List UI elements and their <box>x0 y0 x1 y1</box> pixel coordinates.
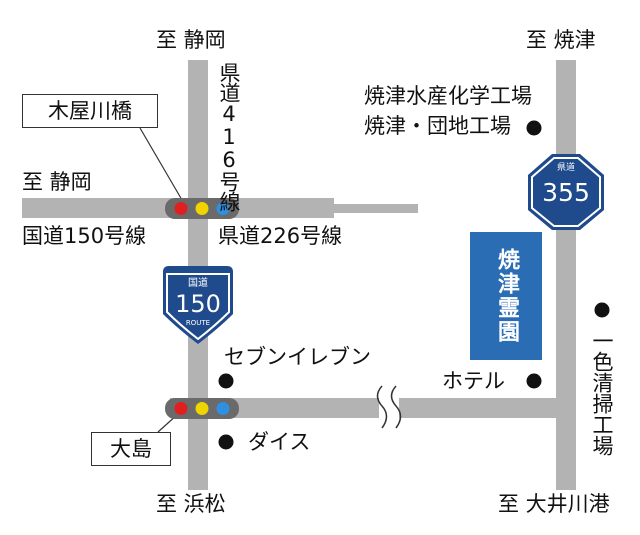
place-factory2: 焼津・団地工場 <box>364 114 511 138</box>
daiso-dot-icon <box>218 434 234 450</box>
intersection-kiyagawabashi: 木屋川橋 <box>22 94 158 128</box>
road-label-route416: 県道416号線 <box>217 62 241 211</box>
place-daiso: ダイス <box>248 430 311 454</box>
place-hotel: ホテル <box>442 369 505 393</box>
prefectural-route-shield-icon: 県道 355 <box>528 154 604 230</box>
place-factory1: 焼津水産化学工場 <box>364 84 532 108</box>
destination-top-left: 至 静岡 <box>156 28 226 52</box>
intersection-oshima: 大島 <box>91 432 171 466</box>
national-shield-type: 国道 <box>188 276 208 289</box>
national-route-shield-icon: 国道 150 ROUTE <box>163 266 233 344</box>
seven-eleven-dot-icon <box>218 373 234 389</box>
road-route355-vertical <box>556 60 576 490</box>
national-shield-number: 150 <box>175 290 221 318</box>
hotel-dot-icon <box>526 373 542 389</box>
road-horizontal-lower <box>170 398 576 418</box>
factory-dot-icon <box>526 120 542 136</box>
traffic-signal-upper <box>165 198 239 219</box>
destination-bottom-left: 至 浜松 <box>156 492 226 516</box>
destination-top-right: 至 焼津 <box>526 28 596 52</box>
national-shield-sub: ROUTE <box>186 319 210 327</box>
road-horizontal-upper-spur <box>330 204 418 213</box>
traffic-signal-lower <box>165 398 239 419</box>
road-label-route226: 県道226号線 <box>218 224 343 248</box>
isshiki-dot-icon <box>594 302 610 318</box>
prefectural-shield-number: 355 <box>542 178 590 207</box>
road-label-route150: 国道150号線 <box>22 224 147 248</box>
place-seven-eleven: セブンイレブン <box>224 345 371 369</box>
place-isshiki: 一色清掃工場 <box>590 330 614 456</box>
road-break-mark <box>376 385 402 429</box>
callout-line-kiyagawabashi <box>139 127 183 201</box>
destination-left: 至 静岡 <box>22 170 92 194</box>
destination-bottom-right: 至 大井川港 <box>498 492 610 516</box>
prefectural-shield-type: 県道 <box>557 161 575 173</box>
destination-yaizu-cemetery: 焼津霊園 <box>470 232 542 360</box>
